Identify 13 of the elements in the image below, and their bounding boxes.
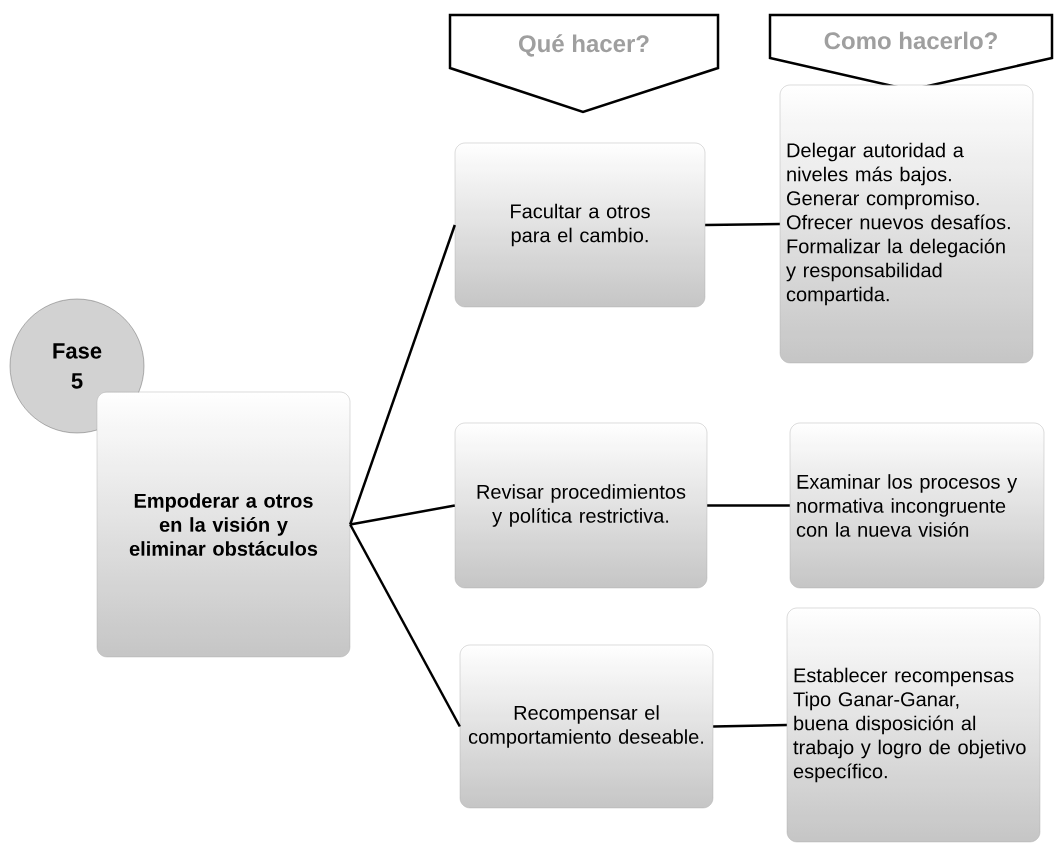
connector-line [349,224,456,525]
description-box: Delegar autoridad a niveles más bajos. Generar compromiso. Ofrecer nuevos desafíos. Formalizar la delegación y responsabilidad compartida. [779,84,1034,364]
connector-line [350,504,456,526]
connector-line [713,723,787,728]
process-box: Recompensar el comportamiento deseable. [459,644,714,809]
description-box: Examinar los procesos y normativa incongruente con la nueva visión [789,422,1045,589]
connector-line [707,504,790,507]
connector-line [349,523,461,728]
description-box: Establecer recompensas Tipo Ganar-Ganar, buena disposición al trabajo y logro de objetivo específico. [786,607,1041,843]
process-box: Empoderar a otros en la visión y eliminar obstáculos [96,391,351,658]
process-box: Revisar procedimientos y política restrictiva. [454,422,708,589]
connector-line [705,222,780,227]
process-box: Facultar a otros para el cambio. [454,142,706,308]
